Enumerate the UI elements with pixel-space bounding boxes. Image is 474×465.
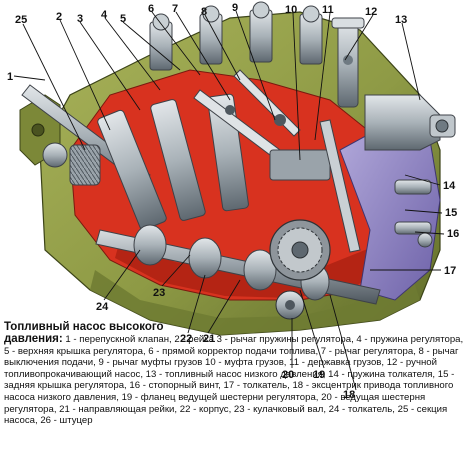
callout-19: 19 <box>313 369 325 381</box>
top-fittings <box>149 1 323 71</box>
hand-priming-pump <box>331 17 365 108</box>
callout-13: 13 <box>395 14 407 26</box>
callout-8: 8 <box>201 6 207 18</box>
callout-18: 18 <box>343 389 355 401</box>
callout-23: 23 <box>153 287 165 299</box>
pump-sections <box>42 93 249 231</box>
callout-6: 6 <box>148 3 154 15</box>
callout-16: 16 <box>447 228 459 240</box>
callout-7: 7 <box>172 3 178 15</box>
callout-4: 4 <box>101 9 108 21</box>
callout-12: 12 <box>365 6 377 18</box>
callout-14: 14 <box>443 180 456 192</box>
callout-labels: 25 2 3 4 5 6 7 8 9 10 11 12 13 1 14 15 1… <box>7 2 459 401</box>
callout-22: 22 <box>180 333 192 345</box>
callout-11: 11 <box>322 4 334 16</box>
callout-17: 17 <box>444 265 456 277</box>
leader-lines <box>13 10 445 391</box>
regulator-gear <box>269 219 331 320</box>
callout-1: 1 <box>7 71 13 83</box>
callout-3: 3 <box>77 13 83 25</box>
callout-15: 15 <box>445 207 457 219</box>
callout-5: 5 <box>120 13 126 25</box>
callout-20: 20 <box>282 369 294 381</box>
callout-2: 2 <box>56 11 62 23</box>
callout-24: 24 <box>96 301 109 313</box>
callout-9: 9 <box>232 2 238 14</box>
callout-10: 10 <box>285 4 297 16</box>
regulator-levers <box>193 69 361 253</box>
low-pressure-pump <box>364 94 456 151</box>
callout-25: 25 <box>15 14 27 26</box>
callout-21: 21 <box>203 333 215 345</box>
